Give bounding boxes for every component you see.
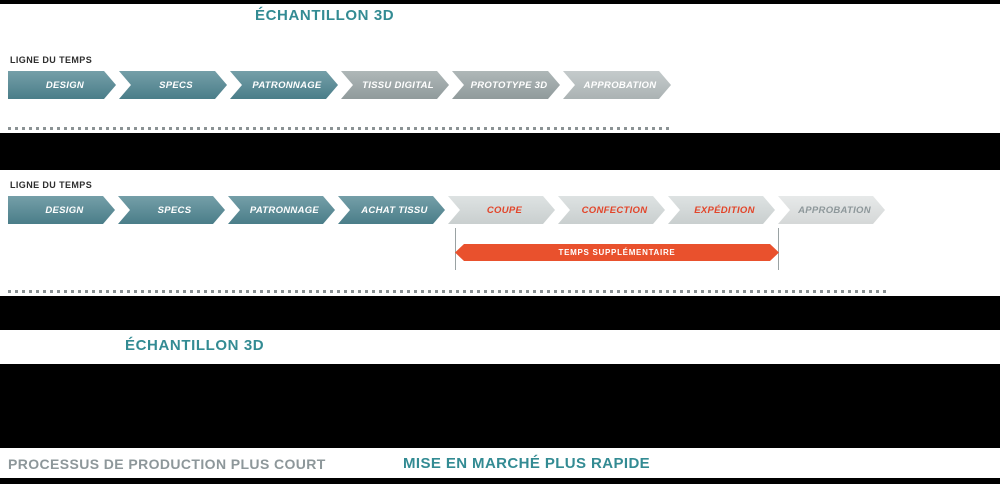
panel-3d-timeline <box>0 4 1000 133</box>
step-confection: CONFECTION <box>558 196 665 224</box>
step-label: SPECS <box>159 79 193 91</box>
panel-footer <box>0 448 1000 478</box>
step-label: TISSU DIGITAL <box>362 79 434 91</box>
step-tissu-digital: TISSU DIGITAL <box>341 71 449 99</box>
dotted-separator-top <box>8 127 670 130</box>
step-specs: SPECS <box>118 196 225 224</box>
step-label: CONFECTION <box>581 204 648 216</box>
step-label: PATRONNAGE <box>252 79 322 91</box>
heading-echantillon-3d: ÉCHANTILLON 3D <box>255 7 395 24</box>
step-label: PROTOTYPE 3D <box>470 79 548 91</box>
step-patronnage: PATRONNAGE <box>230 71 338 99</box>
step-label: DESIGN <box>45 79 85 91</box>
timeline-label-3d: LIGNE DU TEMPS <box>10 55 93 65</box>
step-design: DESIGN <box>8 196 115 224</box>
step-patronnage: PATRONNAGE <box>228 196 335 224</box>
extra-time-start-line <box>455 228 456 270</box>
timeline-label-traditional: LIGNE DU TEMPS <box>10 180 93 190</box>
panel-caption <box>0 330 1000 364</box>
step-label: ACHAT TISSU <box>361 204 428 216</box>
step-approbation: APPROBATION <box>778 196 885 224</box>
step-achat-tissu: ACHAT TISSU <box>338 196 445 224</box>
step-approbation: APPROBATION <box>563 71 671 99</box>
step-label: APPROBATION <box>583 79 657 91</box>
step-label: EXPÉDITION <box>694 204 755 216</box>
step-label: COUPE <box>486 204 523 216</box>
timeline-3d: DESIGN SPECS PATRONNAGE TISSU DIGITAL PR… <box>8 71 671 99</box>
step-prototype-3d: PROTOTYPE 3D <box>452 71 560 99</box>
timeline-traditional: DESIGN SPECS PATRONNAGE ACHAT TISSU COUP… <box>8 196 885 224</box>
footer-market-text: MISE EN MARCHÉ PLUS RAPIDE <box>403 455 651 472</box>
step-coupe: COUPE <box>448 196 555 224</box>
step-label: PATRONNAGE <box>249 204 320 216</box>
caption-echantillon-3d: ÉCHANTILLON 3D <box>125 337 265 354</box>
panel-traditional-timeline <box>0 170 1000 296</box>
step-label: SPECS <box>157 204 192 216</box>
step-design: DESIGN <box>8 71 116 99</box>
step-label: DESIGN <box>45 204 84 216</box>
step-specs: SPECS <box>119 71 227 99</box>
step-expedition: EXPÉDITION <box>668 196 775 224</box>
step-label: APPROBATION <box>798 204 871 216</box>
extra-time-end-line <box>778 228 779 270</box>
extra-time-label: TEMPS SUPPLÉMENTAIRE <box>558 248 676 257</box>
extra-time-arrow: TEMPS SUPPLÉMENTAIRE <box>455 244 779 261</box>
dotted-separator-bottom <box>8 290 886 293</box>
footer-production-text: PROCESSUS DE PRODUCTION PLUS COURT <box>8 456 326 472</box>
